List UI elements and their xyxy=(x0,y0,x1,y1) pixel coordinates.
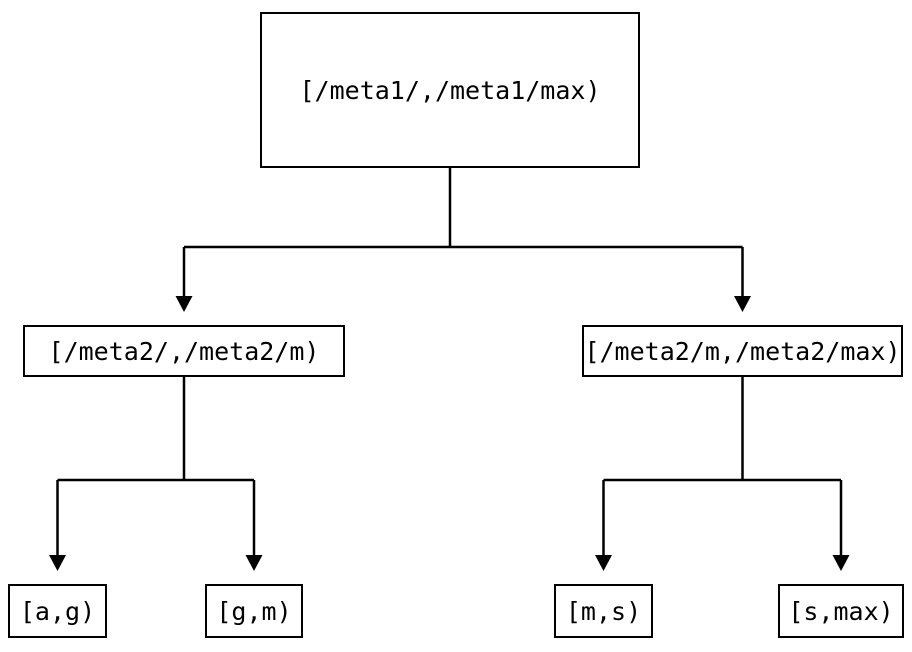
arrow-down-icon xyxy=(245,555,263,571)
edge-left-children xyxy=(49,377,263,571)
node-root: [/meta1/,/meta1/max) xyxy=(260,12,640,168)
node-leaf-ag: [a,g) xyxy=(8,584,107,638)
node-leaf-gm: [g,m) xyxy=(205,584,303,638)
node-leaf-smax: [s,max) xyxy=(778,584,904,638)
arrow-down-icon xyxy=(49,555,66,571)
edge-root-children xyxy=(175,168,751,312)
node-meta2-high: [/meta2/m,/meta2/max) xyxy=(582,325,903,377)
arrow-down-icon xyxy=(175,296,193,312)
arrow-down-icon xyxy=(595,555,612,571)
arrow-down-icon xyxy=(734,296,751,312)
node-meta2-low: [/meta2/,/meta2/m) xyxy=(23,325,345,377)
edge-right-children xyxy=(595,377,850,571)
arrow-down-icon xyxy=(832,555,850,571)
node-leaf-ms: [m,s) xyxy=(554,584,653,638)
